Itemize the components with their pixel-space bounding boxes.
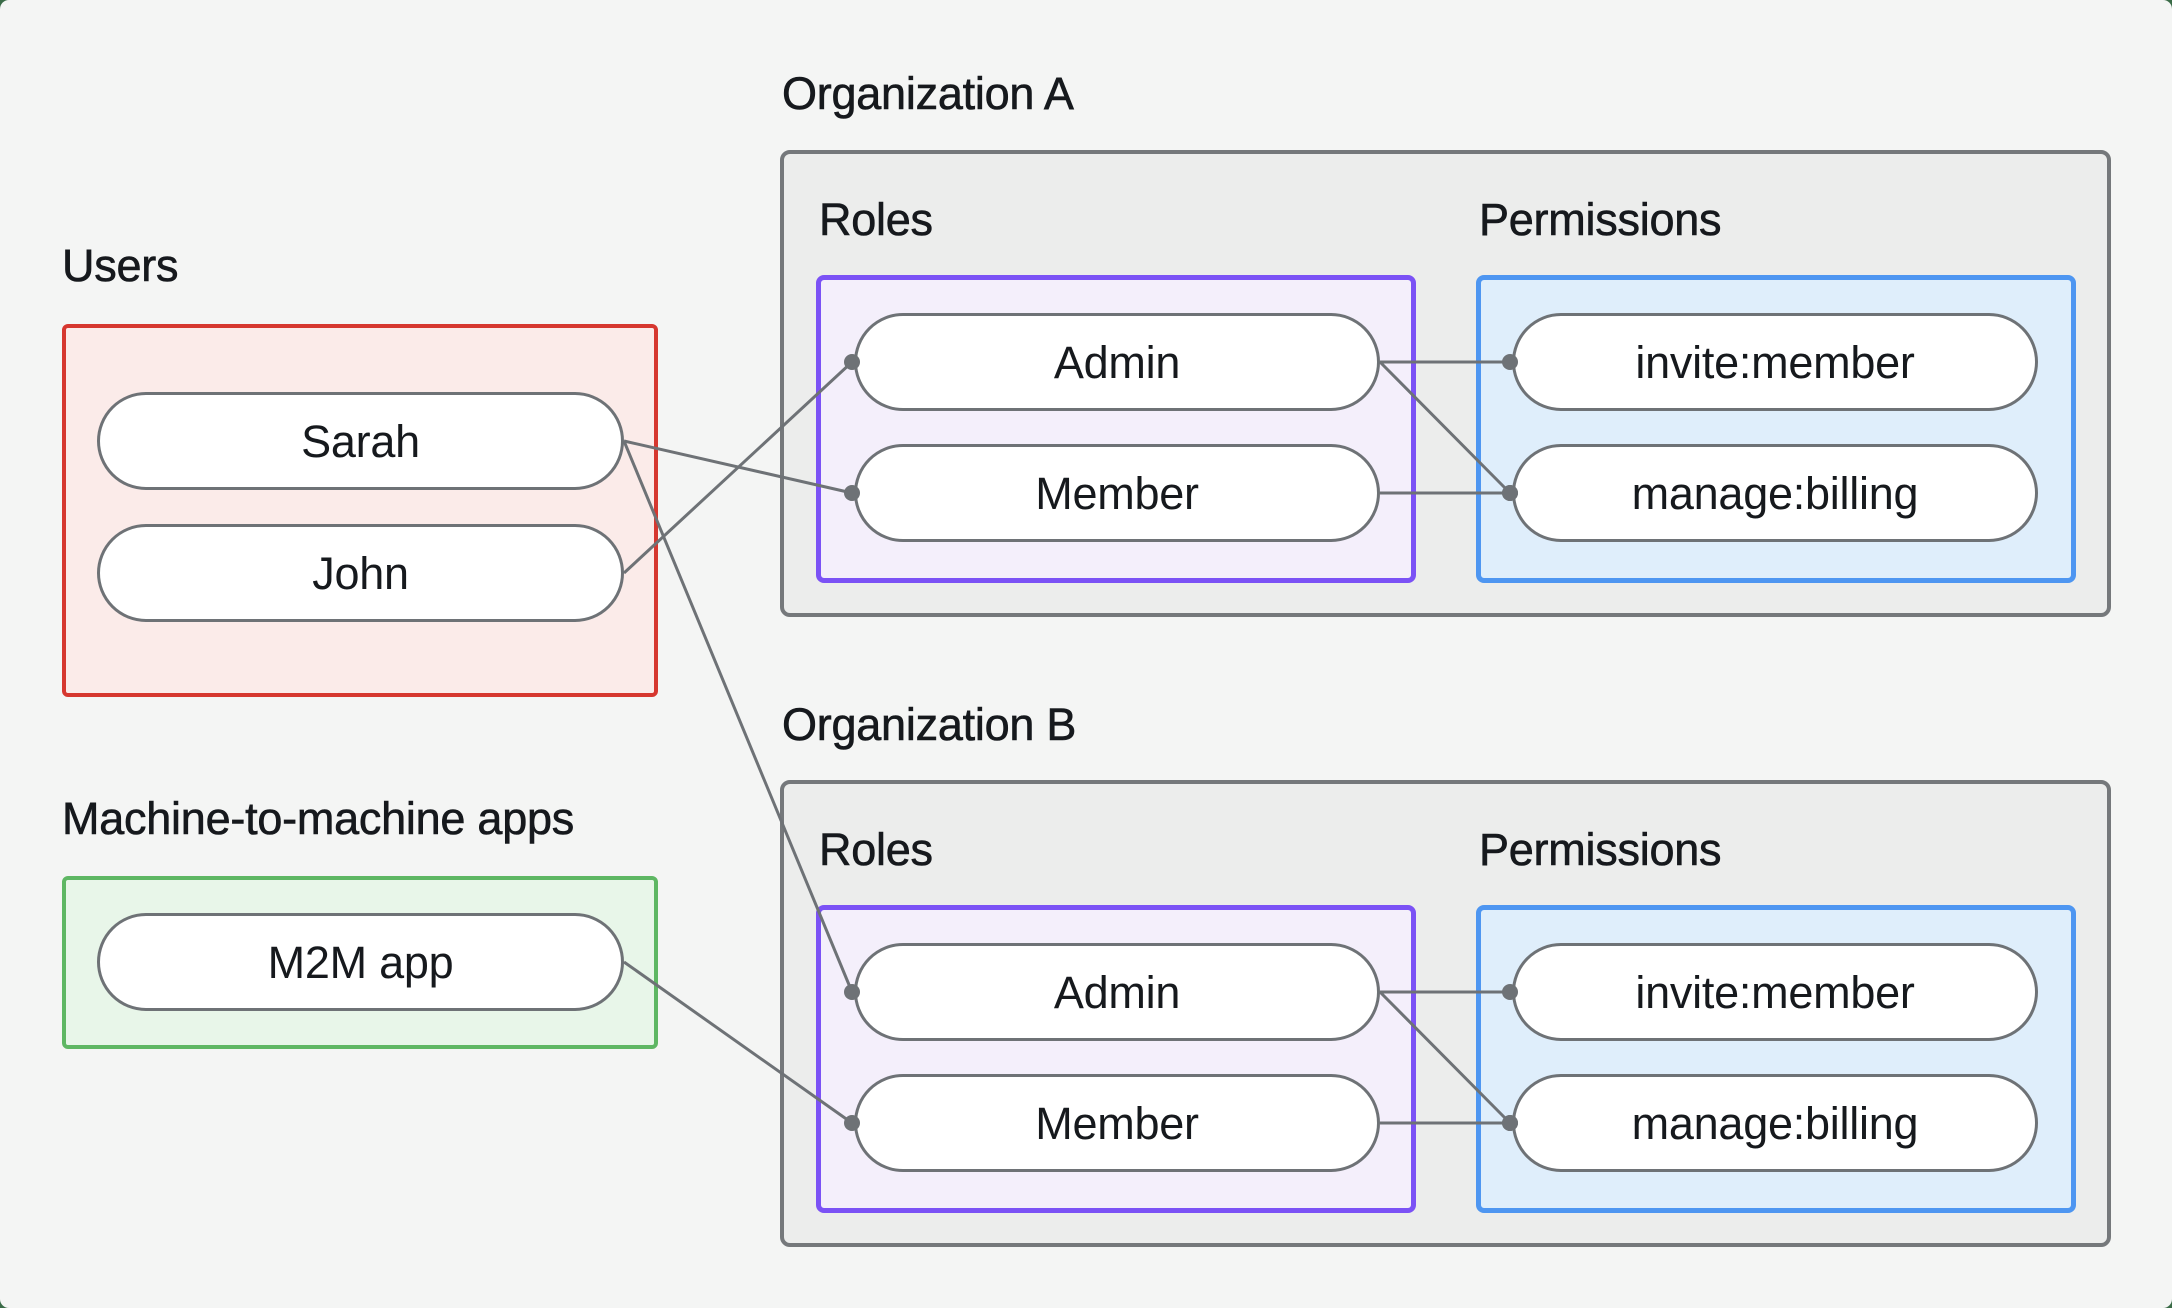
org-a-permission-invite-member-label: invite:member bbox=[1635, 337, 1915, 388]
org-a-permission-invite-member: invite:member bbox=[1512, 313, 2038, 411]
org-a-role-member: Member bbox=[854, 444, 1380, 542]
org-b-role-member-label: Member bbox=[1035, 1098, 1199, 1149]
org-b-role-admin: Admin bbox=[854, 943, 1380, 1041]
users-group-label: Users bbox=[62, 240, 179, 291]
org-a-title: Organization A bbox=[782, 68, 1075, 119]
org-b-permission-manage-billing: manage:billing bbox=[1512, 1074, 2038, 1172]
org-a-permission-manage-billing-label: manage:billing bbox=[1631, 468, 1919, 519]
org-a-permission-manage-billing: manage:billing bbox=[1512, 444, 2038, 542]
org-b-permissions-label: Permissions bbox=[1479, 824, 1722, 875]
org-b-roles-label: Roles bbox=[819, 824, 934, 875]
m2m-group-label: Machine-to-machine apps bbox=[62, 793, 575, 844]
m2m-app-node-label: M2M app bbox=[267, 937, 454, 988]
org-a-roles-label: Roles bbox=[819, 194, 934, 245]
org-a-permissions-label: Permissions bbox=[1479, 194, 1722, 245]
user-node-sarah: Sarah bbox=[97, 392, 624, 490]
org-b-role-admin-label: Admin bbox=[1053, 967, 1181, 1018]
users-group-box bbox=[62, 324, 658, 697]
org-b-permission-invite-member-label: invite:member bbox=[1635, 967, 1915, 1018]
org-a-role-member-label: Member bbox=[1035, 468, 1199, 519]
user-node-john: John bbox=[97, 524, 624, 622]
org-b-permission-manage-billing-label: manage:billing bbox=[1631, 1098, 1919, 1149]
org-b-title: Organization B bbox=[782, 699, 1077, 750]
m2m-app-node: M2M app bbox=[97, 913, 624, 1011]
org-b-role-member: Member bbox=[854, 1074, 1380, 1172]
user-node-john-label: John bbox=[312, 548, 409, 599]
user-node-sarah-label: Sarah bbox=[301, 416, 420, 467]
org-a-role-admin-label: Admin bbox=[1053, 337, 1181, 388]
org-b-permission-invite-member: invite:member bbox=[1512, 943, 2038, 1041]
org-a-role-admin: Admin bbox=[854, 313, 1380, 411]
